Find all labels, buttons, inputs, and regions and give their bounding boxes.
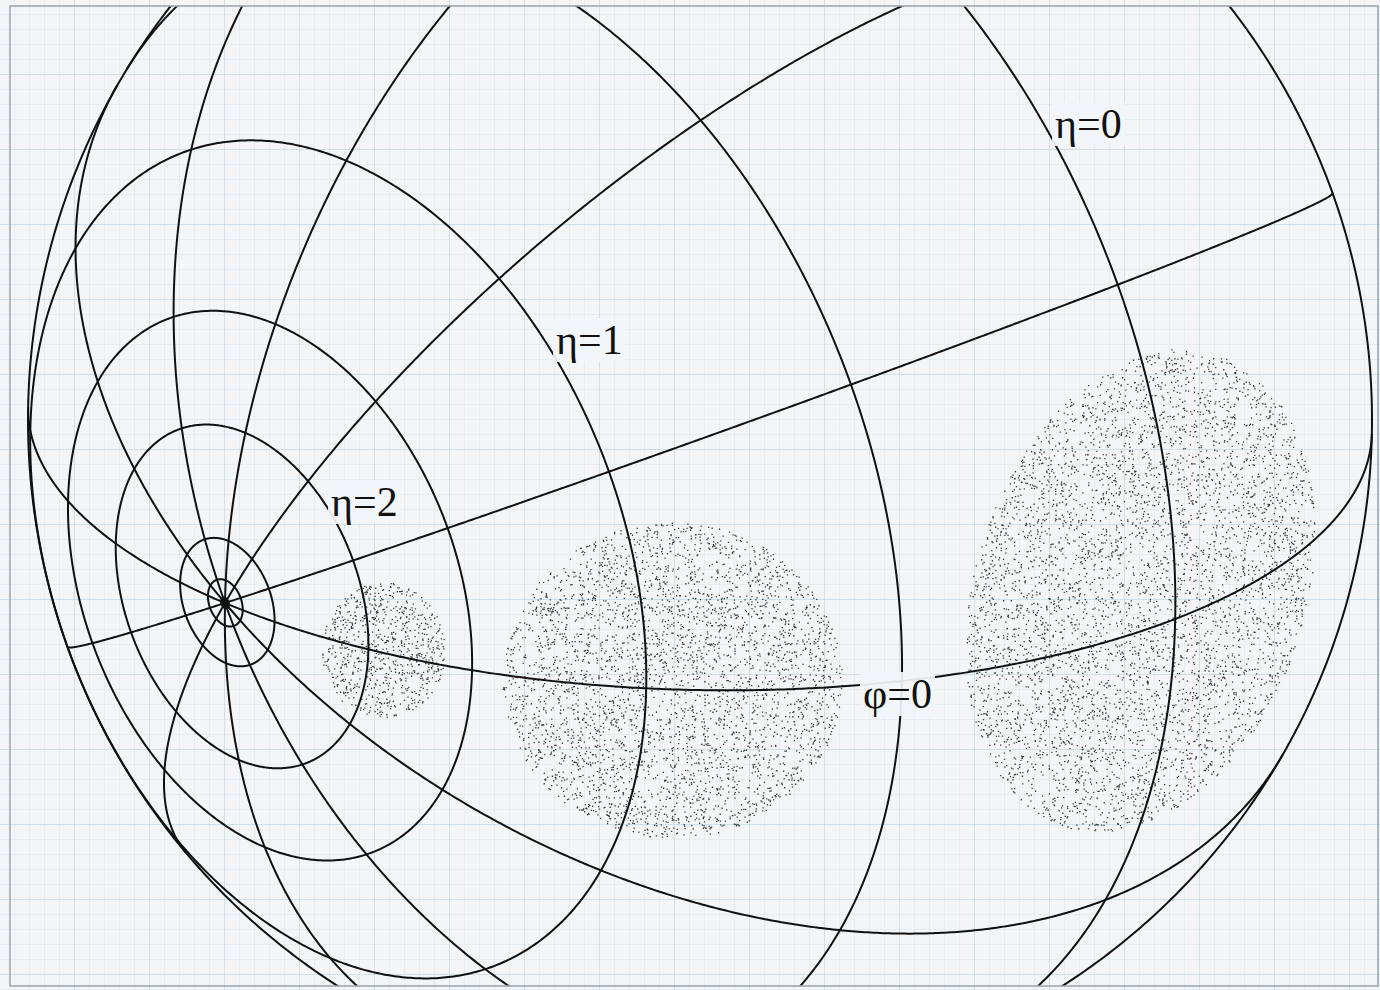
eta-label: η=0 [1052, 102, 1125, 146]
coordinate-line [28, 6, 1372, 986]
eta-label: η=1 [553, 318, 626, 362]
coordinate-line [225, 603, 439, 986]
eta-label: η=2 [328, 480, 401, 524]
coordinate-line [225, 193, 1333, 603]
coordinate-line [225, 603, 907, 986]
coordinate-line [76, 86, 225, 603]
coordinate-line [225, 603, 1283, 934]
coordinate-line [164, 603, 225, 853]
frame [10, 6, 1378, 986]
coordinate-line [225, 6, 959, 603]
coordinate-line [127, 6, 902, 986]
coordinate-line [30, 140, 646, 978]
phi-label: φ=0 [860, 672, 935, 716]
coordinate-lines [28, 6, 1372, 986]
coordinate-line [68, 311, 472, 861]
coordinate-line [67, 603, 225, 648]
particle-stipple [322, 349, 1315, 838]
coordinate-line [174, 6, 494, 603]
coordinate-line [225, 434, 1372, 690]
coordinate-line [459, 6, 1176, 986]
particle-clusters [322, 349, 1315, 838]
